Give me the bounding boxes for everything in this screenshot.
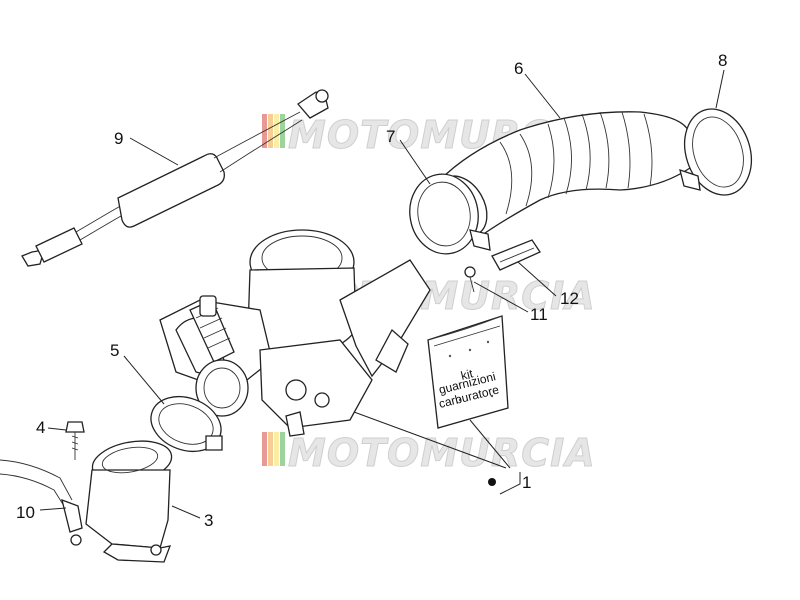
leader-11 [473,281,529,313]
watermark-text-bottom: MOTOMURCIA [288,431,596,475]
carburetor-body [159,229,431,437]
part-11-screw [464,266,476,293]
leader-10 [39,507,67,511]
callout-11: 11 [530,305,548,324]
leader-4 [47,427,67,431]
watermark-bottom: MOTOMURCIA [262,431,596,476]
part-12-bracket [491,239,541,271]
callout-3: 3 [204,511,213,530]
part-10-hose-clip [0,459,83,546]
leader-5 [123,355,165,405]
callout-9: 9 [114,129,123,148]
part-9-choke-cable [21,89,329,267]
leader-9 [129,137,179,166]
leader-7 [399,139,431,185]
callout-7: 7 [386,127,395,146]
leader-6 [524,73,561,119]
callout-12: 12 [560,289,579,308]
callout-10: 10 [16,503,35,522]
callout-6: 6 [514,59,523,78]
kit-dot-marker [488,478,496,486]
part-4-bolt [65,421,85,460]
leader-1a [353,411,507,469]
part-7-hose-clamp [409,173,491,255]
part-3-intake-manifold [85,440,173,563]
part-8-hose-clamp [679,108,752,196]
callout-4: 4 [36,418,45,437]
leader-12 [517,261,557,297]
leader-1-bracket [499,472,521,495]
callout-5: 5 [110,341,119,360]
leader-3 [171,505,201,519]
callout-8: 8 [718,51,727,70]
callout-1: 1 [522,473,531,492]
gasket-kit-bag: kit guarnizioni carburatore [427,315,509,429]
leader-8 [715,69,725,109]
leader-1b [469,419,511,469]
part-5-clamp-ring [150,395,223,453]
kit-label-line1: kit [459,366,475,383]
